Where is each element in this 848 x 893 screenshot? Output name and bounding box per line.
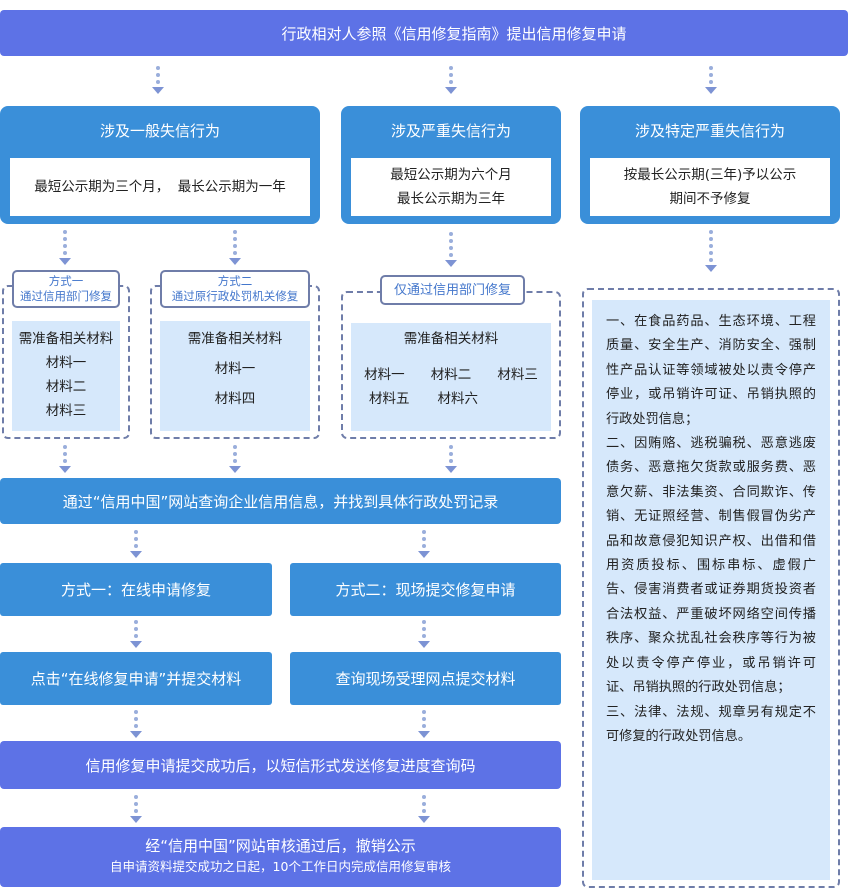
- arrow-down-icon: [229, 445, 241, 473]
- serious-desc-line1: 最短公示期为六个月: [390, 167, 512, 183]
- arrow-down-icon: [130, 795, 142, 823]
- header-bar: 行政相对人参照《信用修复指南》提出信用修复申请: [0, 10, 848, 56]
- onsite-step-text: 查询现场受理网点提交材料: [335, 670, 516, 688]
- sms-text: 信用修复申请提交成功后，以短信形式发送修复进度查询码: [85, 756, 476, 775]
- credit-dept-mat-3: 材料三: [497, 367, 538, 383]
- credit-dept-only-tag: 仅通过信用部门修复: [380, 275, 525, 305]
- credit-dept-mat-row1: 材料一 材料二 材料三: [351, 363, 551, 387]
- credit-dept-only-group: 需准备相关材料 材料一 材料二 材料三 材料五 材料六: [341, 291, 561, 439]
- method-two-mat-1: 材料一: [214, 361, 256, 377]
- online-step-text: 点击“在线修复申请”并提交材料: [30, 670, 242, 688]
- special-desc-line1: 按最长公示期(三年)予以公示: [623, 167, 797, 183]
- general-title: 涉及一般失信行为: [99, 122, 220, 140]
- method-one-tag-line1: 方式一: [48, 274, 84, 288]
- method-one-group: 需准备相关材料 材料一 材料二 材料三: [2, 285, 130, 439]
- serious-desc-line2: 最长公示期为三年: [397, 191, 505, 207]
- serious-dishonesty-box: 涉及严重失信行为 最短公示期为六个月 最长公示期为三年: [341, 106, 561, 224]
- arrow-down-icon: [130, 530, 142, 558]
- credit-dept-mat-row2: 材料五 材料六: [351, 387, 551, 411]
- arrow-down-icon: [229, 230, 241, 265]
- apply-online-box: 方式一：在线申请修复: [0, 563, 272, 616]
- special-list-text: 一、在食品药品、生态环境、工程质量、安全生产、消防安全、强制性产品认证等领域被处…: [606, 310, 816, 749]
- general-desc-box: 最短公示期为三个月， 最长公示期为一年: [10, 158, 310, 216]
- special-item-1: 一、在食品药品、生态环境、工程质量、安全生产、消防安全、强制性产品认证等领域被处…: [606, 314, 816, 427]
- method-one-materials: 需准备相关材料 材料一 材料二 材料三: [12, 321, 120, 431]
- final-title: 经“信用中国”网站审核通过后，撤销公示: [145, 837, 416, 855]
- method-two-group: 需准备相关材料 材料一 材料四: [150, 285, 320, 439]
- special-title: 涉及特定严重失信行为: [634, 122, 785, 140]
- arrow-down-icon: [445, 66, 457, 94]
- apply-onsite-text: 方式二：现场提交修复申请: [335, 581, 516, 599]
- method-two-tag-line2: 通过原行政处罚机关修复: [171, 289, 299, 303]
- serious-desc-box: 最短公示期为六个月 最长公示期为三年: [351, 158, 551, 216]
- credit-dept-mat-title: 需准备相关材料: [403, 331, 499, 347]
- sms-bar: 信用修复申请提交成功后，以短信形式发送修复进度查询码: [0, 741, 561, 789]
- special-desc-box: 按最长公示期(三年)予以公示 期间不予修复: [590, 158, 830, 216]
- credit-dept-only-materials: 需准备相关材料 材料一 材料二 材料三 材料五 材料六: [351, 323, 551, 431]
- serious-title: 涉及严重失信行为: [390, 122, 511, 140]
- credit-dept-mat-2: 材料二: [430, 367, 472, 383]
- online-step-box: 点击“在线修复申请”并提交材料: [0, 652, 272, 705]
- special-item-3: 三、法律、法规、规章另有规定不可修复的行政处罚信息。: [606, 704, 816, 744]
- credit-dept-mat-5: 材料五: [369, 391, 410, 407]
- arrow-down-icon: [705, 230, 717, 272]
- final-bar: 经“信用中国”网站审核通过后，撤销公示 自申请资料提交成功之日起，10个工作日内…: [0, 827, 561, 887]
- special-list-group: 一、在食品药品、生态环境、工程质量、安全生产、消防安全、强制性产品认证等领域被处…: [582, 288, 840, 888]
- credit-dept-mat-6: 材料六: [437, 391, 479, 407]
- arrow-down-icon: [130, 620, 142, 648]
- method-two-mat-2: 材料四: [214, 391, 256, 407]
- method-one-mat-3: 材料三: [45, 403, 87, 419]
- special-list-panel: 一、在食品药品、生态环境、工程质量、安全生产、消防安全、强制性产品认证等领域被处…: [592, 300, 830, 880]
- arrow-down-icon: [705, 66, 717, 94]
- method-two-materials: 需准备相关材料 材料一 材料四: [160, 321, 310, 431]
- final-subtitle: 自申请资料提交成功之日起，10个工作日内完成信用修复审核: [110, 859, 451, 874]
- method-two-tag: 方式二 通过原行政处罚机关修复: [160, 270, 310, 308]
- method-one-tag: 方式一 通过信用部门修复: [12, 270, 120, 308]
- credit-dept-mat-1: 材料一: [364, 367, 405, 383]
- arrow-down-icon: [418, 710, 430, 738]
- arrow-down-icon: [152, 66, 164, 94]
- general-dishonesty-box: 涉及一般失信行为 最短公示期为三个月， 最长公示期为一年: [0, 106, 320, 224]
- arrow-down-icon: [418, 795, 430, 823]
- credit-dept-only-tag-text: 仅通过信用部门修复: [393, 282, 511, 298]
- apply-onsite-box: 方式二：现场提交修复申请: [290, 563, 561, 616]
- onsite-step-box: 查询现场受理网点提交材料: [290, 652, 561, 705]
- general-desc: 最短公示期为三个月， 最长公示期为一年: [34, 179, 286, 195]
- arrow-down-icon: [59, 445, 71, 473]
- apply-online-text: 方式一：在线申请修复: [60, 581, 211, 599]
- query-text: 通过“信用中国”网站查询企业信用信息，并找到具体行政处罚记录: [62, 492, 499, 511]
- query-bar: 通过“信用中国”网站查询企业信用信息，并找到具体行政处罚记录: [0, 478, 561, 524]
- header-text: 行政相对人参照《信用修复指南》提出信用修复申请: [281, 24, 627, 43]
- method-one-mat-title: 需准备相关材料: [18, 331, 114, 347]
- special-desc-line2: 期间不予修复: [669, 191, 751, 207]
- arrow-down-icon: [445, 232, 457, 267]
- method-one-mat-2: 材料二: [45, 379, 87, 395]
- method-two-mat-title: 需准备相关材料: [187, 331, 283, 347]
- arrow-down-icon: [59, 230, 71, 265]
- method-two-tag-line1: 方式二: [217, 274, 253, 288]
- special-dishonesty-box: 涉及特定严重失信行为 按最长公示期(三年)予以公示 期间不予修复: [580, 106, 840, 224]
- arrow-down-icon: [130, 710, 142, 738]
- arrow-down-icon: [418, 620, 430, 648]
- arrow-down-icon: [445, 445, 457, 473]
- method-one-mat-1: 材料一: [45, 355, 87, 371]
- special-item-2: 二、因贿赂、逃税骗税、恶意逃废债务、恶意拖欠货款或服务费、恶意欠薪、非法集资、合…: [606, 436, 816, 696]
- arrow-down-icon: [418, 530, 430, 558]
- method-one-tag-line2: 通过信用部门修复: [20, 289, 112, 303]
